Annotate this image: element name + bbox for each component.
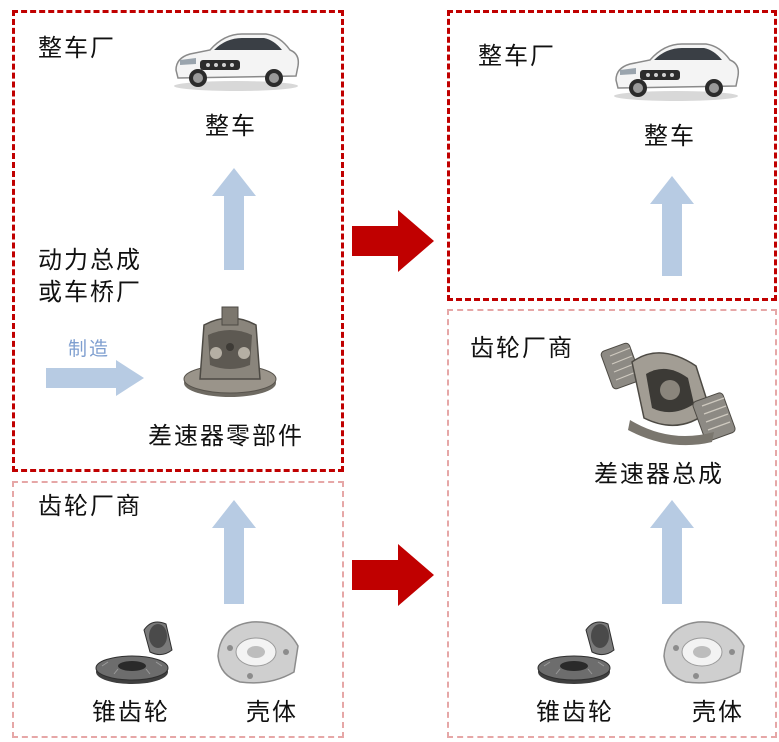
right-gear-maker-box: [447, 309, 777, 738]
up-arrow-left-lower: [212, 500, 256, 604]
bevel-gear-icon: [95, 621, 173, 684]
right-oem-box: [447, 10, 777, 301]
left-gear-maker-box: [12, 481, 344, 738]
housing-icon: [217, 621, 299, 684]
left-vehicle-label: 整车: [205, 112, 257, 140]
car-icon-right: [614, 43, 740, 101]
powertrain-label-line1: 动力总成: [38, 246, 142, 274]
left-gear-maker-title: 齿轮厂商: [38, 492, 142, 520]
differential-part-label: 差速器零部件: [148, 422, 304, 450]
car-icon: [174, 33, 300, 91]
powertrain-label-line2: 或车桥厂: [38, 278, 142, 306]
left-oem-box: [12, 10, 344, 472]
up-arrow-right-lower: [650, 500, 694, 604]
bevel-gear-icon-right: [537, 621, 615, 684]
up-arrow-left-upper: [212, 168, 256, 270]
housing-icon-right: [663, 621, 745, 684]
left-oem-title: 整车厂: [38, 34, 116, 62]
flow-arrow-upper: [352, 210, 434, 272]
right-vehicle-label: 整车: [644, 122, 696, 150]
right-housing-label: 壳体: [692, 698, 744, 726]
differential-assembly-icon: [600, 342, 736, 446]
manufacture-arrow: [46, 360, 144, 396]
right-oem-title: 整车厂: [478, 42, 556, 70]
left-housing-label: 壳体: [246, 698, 298, 726]
left-bevel-gear-label: 锥齿轮: [92, 698, 170, 726]
manufacture-label: 制造: [68, 338, 111, 360]
up-arrow-right-upper: [650, 176, 694, 276]
differential-assembly-label: 差速器总成: [594, 460, 724, 488]
right-bevel-gear-label: 锥齿轮: [536, 698, 614, 726]
right-gear-maker-title: 齿轮厂商: [470, 334, 574, 362]
differential-part-icon: [183, 306, 277, 397]
flow-arrow-lower: [352, 544, 434, 606]
